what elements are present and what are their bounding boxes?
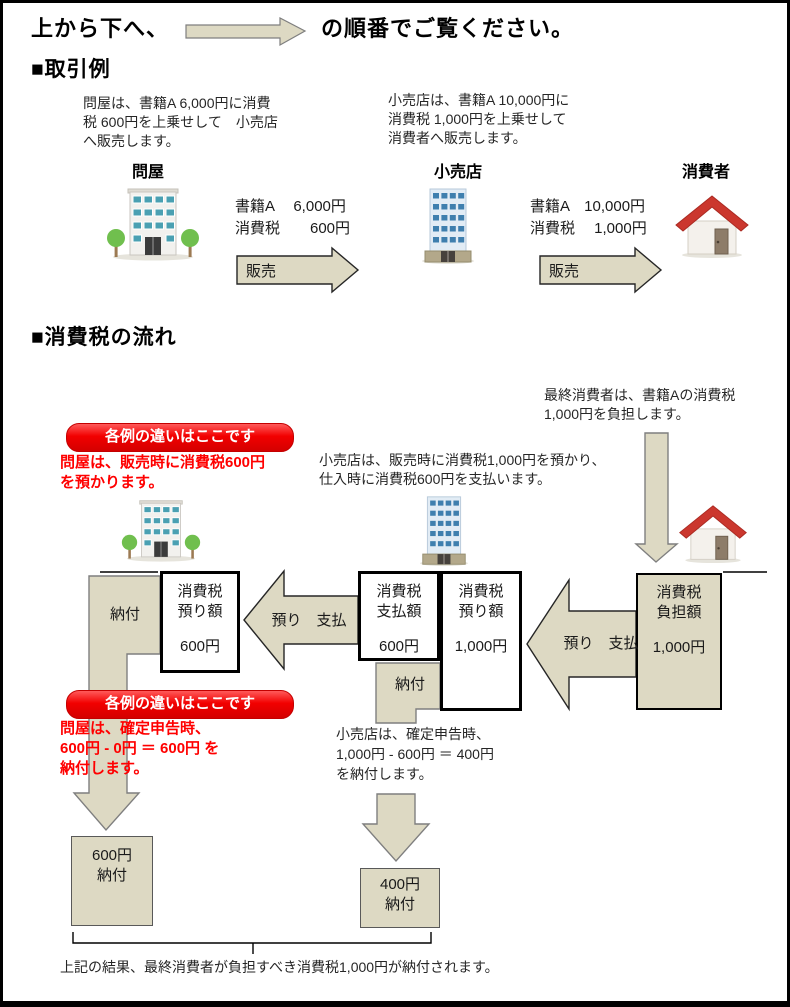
retailer-payment-down-arrow-icon xyxy=(361,793,431,863)
retailer-kept-title: 消費税 預り額 xyxy=(458,583,504,620)
wholesaler-label: 問屋 xyxy=(131,164,164,181)
retailer-filing-note: 小売店は、確定申告時、 1,000円 - 600円 ＝ 400円 を納付します。 xyxy=(336,726,494,782)
office-building-icon xyxy=(121,499,201,562)
wholesaler-price: 書籍A 6,000円 消費税 600円 xyxy=(235,198,351,237)
retailer-label: 小売店 xyxy=(433,164,482,181)
consumer-label: 消費者 xyxy=(681,164,730,181)
retailer-note: 小売店は、書籍A 10,000円に 消費税 1,000円を上乗せして 消費者へ販… xyxy=(388,92,570,146)
retailer-paid-amount: 600円 xyxy=(378,638,420,655)
consumer-burden-amount: 1,000円 xyxy=(652,639,706,656)
red-roof-house-icon xyxy=(677,503,749,564)
consumer-burden-title: 消費税 負担額 xyxy=(656,584,702,621)
retailer-payment-box: 400円 納付 xyxy=(360,868,440,928)
page-title-suffix: の順番でご覧ください。 xyxy=(321,16,575,41)
wholesaler-diff-note-2: 問屋は、確定申告時、 600円 - 0円 ＝ 600円 を 納付します。 xyxy=(60,720,220,777)
kept-paid-label-1: 預り 支払 xyxy=(271,612,347,629)
footer-summary: 上記の結果、最終消費者が負担すべき消費税1,000円が納付されます。 xyxy=(60,959,499,975)
sell-label-wholesaler: 販売 xyxy=(246,263,277,280)
tall-building-icon xyxy=(416,495,472,567)
reading-order-arrow-icon xyxy=(185,17,307,47)
wholesaler-kept-title: 消費税 預り額 xyxy=(177,583,223,620)
office-building-icon xyxy=(106,187,200,261)
wholesaler-kept-box: 消費税 預り額 600円 xyxy=(160,571,240,673)
consumer-burden-box: 消費税 負担額 1,000円 xyxy=(636,573,722,710)
section1-heading: ■取引例 xyxy=(31,58,111,81)
tall-building-icon xyxy=(417,187,479,265)
nofu-label-wholesaler: 納付 xyxy=(109,606,140,623)
wholesaler-payment-box: 600円 納付 xyxy=(71,836,153,926)
retailer-kept-amount: 1,000円 xyxy=(454,638,508,655)
retailer-kept-box: 消費税 預り額 1,000円 xyxy=(440,571,522,711)
total-payment-bracket xyxy=(72,932,432,954)
retailer-price: 書籍A 10,000円 消費税 1,000円 xyxy=(530,198,647,237)
retailer-paid-title: 消費税 支払額 xyxy=(376,583,422,620)
retailer-flow-note: 小売店は、販売時に消費税1,000円を預かり、 仕入時に消費税600円を支払いま… xyxy=(319,452,606,487)
retailer-paid-box: 消費税 支払額 600円 xyxy=(358,571,440,661)
nofu-label-retailer: 納付 xyxy=(394,676,425,693)
sell-label-retailer: 販売 xyxy=(549,263,580,280)
wholesaler-note: 問屋は、書籍A 6,000円に消費 税 600円を上乗せして 小売店 へ販売しま… xyxy=(83,95,278,149)
wholesaler-kept-amount: 600円 xyxy=(179,638,221,655)
page-title-prefix: 上から下へ、 xyxy=(31,16,170,41)
kept-paid-label-2: 預り 支払 xyxy=(563,635,639,652)
red-roof-house-icon xyxy=(673,193,751,259)
section2-heading: ■消費税の流れ xyxy=(31,326,177,349)
consumer-burden-down-arrow-icon xyxy=(634,432,679,563)
diff-badge-1: 各例の違いはここです xyxy=(66,423,294,452)
wholesaler-diff-note-1: 問屋は、販売時に消費税600円 を預かります。 xyxy=(60,454,266,491)
final-consumer-note: 最終消費者は、書籍Aの消費税 1,000円を負担します。 xyxy=(544,387,736,422)
diff-badge-2: 各例の違いはここです xyxy=(66,690,294,719)
